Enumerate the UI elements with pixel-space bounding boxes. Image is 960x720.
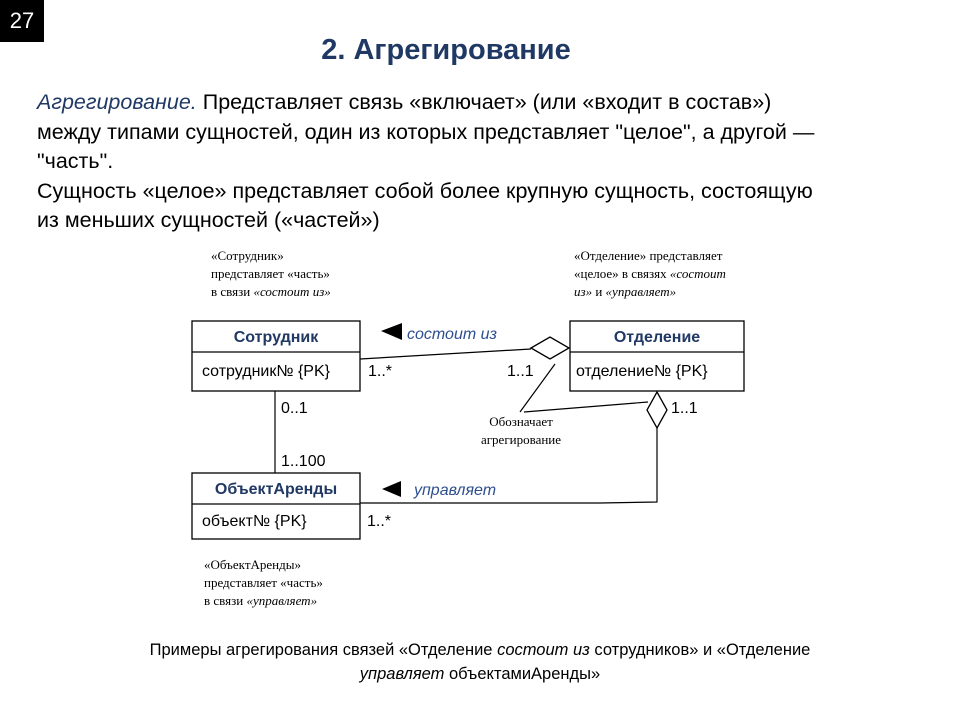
caption-part-3: объектамиАренды» <box>444 665 601 683</box>
entity-department-name: Отделение <box>614 329 700 346</box>
entity-rental-box <box>191 472 361 540</box>
relation-label-consists: состоит из <box>407 326 497 343</box>
note-department-line2-italic: «состоит <box>670 266 726 281</box>
caption-italic-1: состоит из <box>497 641 590 659</box>
mult-consists-employee: 1..* <box>368 363 392 380</box>
entity-employee: Сотрудник сотрудник№ {PK} <box>191 320 361 392</box>
entity-rental-attr: объект№ {PK} <box>202 513 307 530</box>
intro-line2: между типами сущностей, один из которых … <box>37 119 815 144</box>
mult-manages-rental: 1..* <box>367 513 391 530</box>
note-department-line3: из» и «управляет» <box>574 284 676 299</box>
mult-employee-rental-top: 0..1 <box>281 400 308 417</box>
consists-line <box>359 348 532 360</box>
aggregation-diamond-manages <box>646 390 668 430</box>
relationship-lines <box>274 348 658 504</box>
intro-p2-line2: из меньших сущностей («частей») <box>37 208 380 232</box>
note-employee-line3-italic: «состоит из» <box>253 284 330 299</box>
note-department-line3-italic1: из» <box>574 284 592 299</box>
aggregation-pointer-1 <box>519 363 556 413</box>
note-department-line3-italic2: «управляет» <box>606 284 677 299</box>
note-department-line2-plain: «целое» в связях <box>574 266 670 281</box>
aggregation-pointer-2 <box>523 401 649 413</box>
direction-arrow-consists <box>381 323 402 340</box>
slide-title: 2. Агрегирование <box>321 34 571 66</box>
note-rental-line3: в связи «управляет» <box>204 593 317 608</box>
note-rental-line1: «ОбъектАренды» <box>204 557 301 572</box>
intro-line1: Представляет связь «включает» (или «вход… <box>196 90 772 114</box>
note-rental-line2: представляет «часть» <box>204 575 323 590</box>
caption-part-1: Примеры агрегирования связей «Отделение <box>149 641 498 659</box>
caption-part-2: сотрудников» и «Отделение <box>589 641 811 659</box>
entity-employee-box <box>191 320 361 392</box>
entity-rental: ОбъектАренды объект№ {PK} <box>191 472 361 540</box>
note-aggregation: Обозначает агрегирование <box>481 414 561 447</box>
slide-number: 27 <box>0 0 44 42</box>
caption-italic-2: управляет <box>359 665 445 683</box>
figure-caption: Примеры агрегирования связей «Отделение … <box>40 638 920 686</box>
intro-paragraph-1: Агрегирование. Представляет связь «включ… <box>37 88 917 177</box>
note-employee-line3: в связи «состоит из» <box>211 284 331 299</box>
note-department-line3-plain: и <box>592 284 605 299</box>
entity-employee-attr: сотрудник№ {PK} <box>202 363 331 380</box>
note-department-line2: «целое» в связях «состоит <box>574 266 726 281</box>
direction-arrow-manages <box>382 481 401 497</box>
entity-employee-name: Сотрудник <box>234 329 319 346</box>
intro-paragraph-2: Сущность «целое» представляет собой боле… <box>37 177 917 236</box>
note-rental-line3-plain: в связи <box>204 593 246 608</box>
entity-department-box <box>569 320 745 392</box>
note-employee: «Сотрудник» представляет «часть» в связи… <box>211 248 331 299</box>
relation-label-manages: управляет <box>413 482 496 499</box>
intro-p2-line1: Сущность «целое» представляет собой боле… <box>37 178 813 203</box>
mult-employee-rental-bottom: 1..100 <box>281 453 326 470</box>
manages-line <box>360 428 658 504</box>
note-rental: «ОбъектАренды» представляет «часть» в св… <box>204 557 323 608</box>
mult-consists-department: 1..1 <box>507 363 534 380</box>
entity-department: Отделение отделение№ {PK} <box>569 320 745 392</box>
note-employee-line1: «Сотрудник» <box>211 248 284 263</box>
note-department: «Отделение» представляет «целое» в связя… <box>574 248 726 299</box>
intro-term: Агрегирование. <box>37 90 197 114</box>
entity-department-attr: отделение№ {PK} <box>576 363 708 380</box>
entity-rental-name: ОбъектАренды <box>215 481 337 498</box>
note-department-line1: «Отделение» представляет <box>574 248 723 263</box>
intro-text: Агрегирование. Представляет связь «включ… <box>37 88 917 236</box>
note-aggregation-line1: Обозначает <box>489 414 553 429</box>
note-employee-line3-plain: в связи <box>211 284 253 299</box>
aggregation-diamond-consists <box>529 336 571 360</box>
mult-manages-department: 1..1 <box>671 400 698 417</box>
intro-line3: "часть". <box>37 149 114 173</box>
note-aggregation-line2: агрегирование <box>481 432 561 447</box>
note-employee-line2: представляет «часть» <box>211 266 330 281</box>
note-rental-line3-italic: «управляет» <box>246 593 317 608</box>
